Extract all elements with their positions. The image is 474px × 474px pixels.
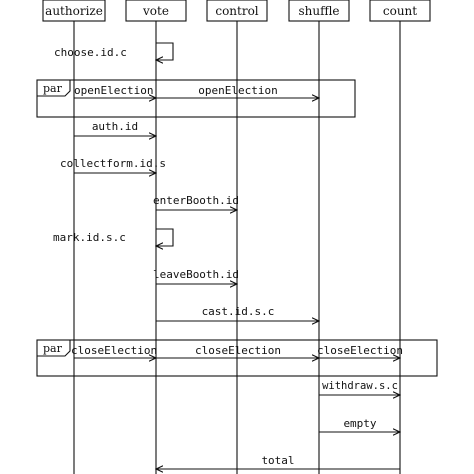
message-close-election-1: closeElection (71, 344, 157, 358)
message-label: cast.id.s.c (202, 305, 275, 318)
message-empty: empty (319, 417, 400, 432)
participant-shuffle: shuffle (288, 0, 350, 22)
message-withdraw-s-c: withdraw.s.c (319, 380, 400, 395)
participant-label: shuffle (298, 4, 339, 18)
message-label: closeElection (317, 344, 403, 357)
message-leave-booth-id: leaveBooth.id (153, 268, 239, 284)
message-auth-id: auth.id (74, 120, 156, 136)
message-cast-id-s-c: cast.id.s.c (156, 305, 319, 321)
message-label: mark.id.s.c (53, 231, 126, 244)
par-frame-2: par (36, 339, 438, 377)
participant-label: vote (142, 4, 169, 18)
message-label: total (261, 454, 294, 467)
message-label: openElection (198, 84, 277, 97)
participant-label: count (383, 4, 417, 18)
message-label: openElection (74, 84, 153, 97)
message-close-election-2: closeElection (156, 344, 319, 358)
message-label: closeElection (195, 344, 281, 357)
message-close-election-3: closeElection (317, 344, 403, 358)
par-frame-1: par (36, 79, 356, 118)
message-open-election-1: openElection (74, 84, 156, 98)
message-collectform-id-s: collectform.id.s (60, 157, 166, 173)
participant-count: count (369, 0, 431, 22)
message-label: withdraw.s.c (322, 380, 398, 392)
message-label: closeElection (71, 344, 157, 357)
message-label: leaveBooth.id (153, 268, 239, 281)
message-choose-id-c: choose.id.c (54, 42, 174, 60)
message-total: total (156, 454, 400, 469)
message-label: enterBooth.id (153, 194, 239, 207)
message-label: choose.id.c (54, 46, 127, 59)
message-label: collectform.id.s (60, 157, 166, 170)
message-mark-id-s-c: mark.id.s.c (53, 228, 174, 246)
frame-operator: par (43, 342, 63, 355)
participant-label: authorize (45, 4, 103, 18)
message-enter-booth-id: enterBooth.id (153, 194, 239, 210)
message-label: auth.id (92, 120, 138, 133)
participant-label: control (215, 4, 258, 18)
message-label: empty (343, 417, 376, 430)
message-open-election-2: openElection (156, 84, 319, 98)
participant-authorize: authorize (42, 0, 106, 22)
participant-vote: vote (125, 0, 187, 22)
frame-operator: par (43, 82, 63, 95)
participant-control: control (206, 0, 268, 22)
